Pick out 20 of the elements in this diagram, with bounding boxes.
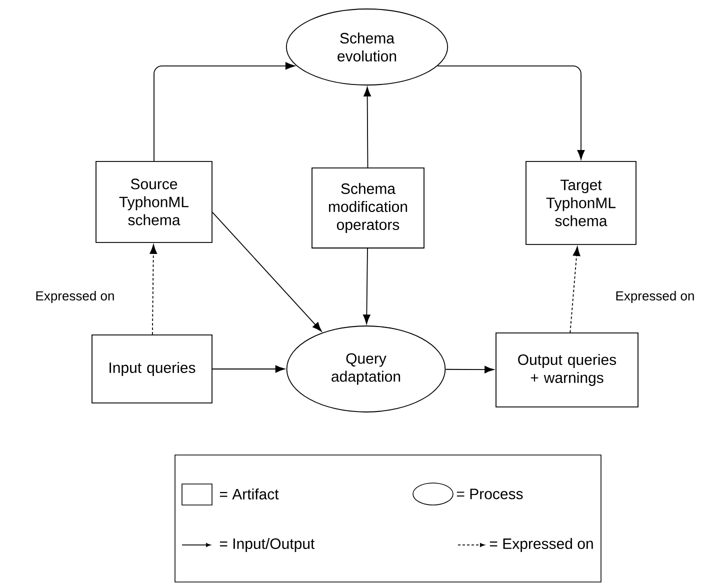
artifact-box: Schema modification operators [312, 168, 424, 248]
artifact-box: Target TyphonML schema [526, 161, 636, 245]
arrow [154, 62, 295, 162]
legend-text: = Input/Output [220, 538, 315, 552]
arrow [570, 246, 580, 333]
legend-text: = Expressed on [490, 538, 593, 552]
arrow [212, 365, 285, 373]
arrow [445, 366, 494, 374]
legend-text: = Artifact [220, 488, 279, 500]
legend-text: = Process [456, 488, 523, 500]
arrow [212, 212, 322, 332]
edge-label: Expressed on [34, 290, 116, 304]
edge-label: Expressed on [614, 290, 696, 304]
artifact-box: Input queries [92, 334, 212, 404]
arrow [363, 248, 370, 324]
artifact-box: Output queries + warnings [496, 332, 638, 408]
arrow [437, 65, 585, 160]
arrow [364, 86, 371, 168]
arrow [150, 244, 158, 335]
artifact-box: Source TyphonML schema [96, 161, 212, 243]
